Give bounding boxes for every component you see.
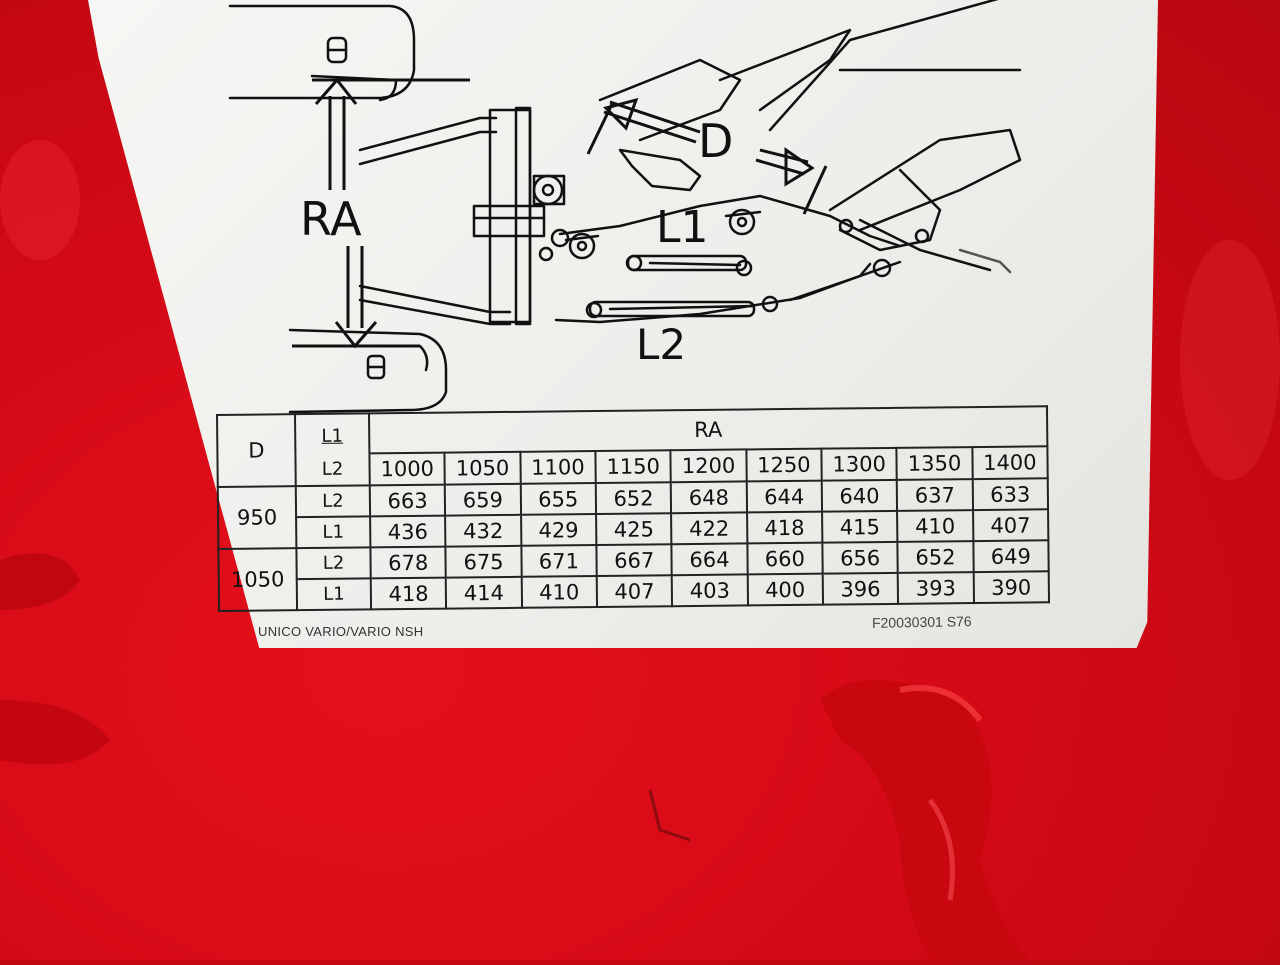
table-cell: 390 — [973, 571, 1050, 604]
row-label-cell: L2 — [295, 485, 371, 518]
header-l1: L1 — [295, 413, 370, 455]
table-cell: 640 — [821, 479, 898, 512]
table-cell: 429 — [520, 514, 597, 546]
table-cell: 400 — [747, 573, 823, 606]
table-cell: 663 — [369, 484, 446, 517]
ra-value-cell: 1100 — [520, 451, 596, 484]
ra-value-cell: 1400 — [972, 446, 1048, 480]
table-cell: 407 — [972, 509, 1049, 542]
table-cell: 393 — [897, 572, 974, 604]
ra-value-cell: 1050 — [444, 451, 521, 485]
table-cell: 648 — [671, 481, 747, 514]
table-cell: 637 — [897, 479, 973, 511]
header-l2: L2 — [295, 453, 370, 487]
left-bracket-top — [0, 553, 80, 610]
table-cell: 656 — [822, 541, 898, 574]
ra-value-cell: 1250 — [746, 448, 822, 482]
table-cell: 407 — [596, 575, 673, 608]
part-code: F20030301 S76 — [871, 613, 972, 631]
l2-cylinder — [588, 300, 756, 318]
d-dimension-arrow — [586, 97, 828, 215]
table-cell: 652 — [897, 541, 974, 573]
table-cell: 652 — [595, 482, 672, 515]
row-label-cell: L1 — [296, 578, 372, 611]
row-label-cell: L2 — [296, 547, 371, 580]
tow-hook — [820, 680, 1030, 960]
linkage-length-table: D L1 RA L2 1000 1050 1100 1150 1200 1250… — [216, 405, 1050, 612]
table-cell: 436 — [370, 515, 446, 548]
table-cell: 432 — [445, 514, 522, 547]
table-cell: 671 — [521, 545, 597, 577]
ra-value-cell: 1150 — [595, 450, 672, 484]
table-cell: 678 — [370, 546, 447, 579]
table-cell: 418 — [370, 577, 447, 610]
table-cell: 633 — [972, 478, 1049, 511]
header-d: D — [217, 414, 296, 487]
instruction-sticker — [88, 0, 1158, 648]
d-value-cell: 950 — [217, 486, 297, 549]
table-cell: 655 — [520, 483, 597, 515]
l2-label: L2 — [636, 320, 687, 369]
ra-dimension-arrow — [292, 77, 470, 349]
l1-label: L1 — [656, 202, 709, 253]
table-cell: 664 — [671, 543, 748, 576]
table-cell: 675 — [445, 545, 522, 578]
table-cell: 410 — [521, 576, 598, 608]
table-cell: 418 — [746, 511, 823, 544]
table-cell: 425 — [596, 513, 672, 546]
table-cell: 414 — [446, 576, 522, 609]
table-cell: 644 — [746, 480, 823, 513]
d-value-cell: 1050 — [218, 548, 298, 611]
table-cell: 659 — [445, 483, 521, 516]
ra-label: RA — [300, 192, 362, 246]
table-cell: 410 — [897, 510, 973, 542]
table-cell: 660 — [747, 542, 823, 575]
row-label-cell: L1 — [296, 516, 371, 549]
table-cell: 667 — [596, 544, 673, 577]
table-cell: 396 — [822, 572, 899, 605]
table-cell: 422 — [671, 512, 748, 545]
ra-value-cell: 1200 — [670, 449, 747, 483]
model-name: UNICO VARIO/VARIO NSH — [258, 624, 424, 639]
header-ra: RA — [369, 406, 1048, 454]
table-cell: 403 — [672, 574, 748, 607]
ra-value-cell: 1300 — [821, 447, 898, 481]
ra-value-cell: 1000 — [369, 452, 446, 486]
top-pad-outline — [228, 4, 416, 100]
bottom-pad-outline — [288, 328, 448, 414]
left-bracket-bottom — [0, 700, 110, 765]
d-label: D — [698, 114, 734, 168]
table-cell: 649 — [972, 540, 1049, 573]
ra-value-cell: 1350 — [896, 447, 973, 480]
table-cell: 415 — [822, 510, 898, 543]
